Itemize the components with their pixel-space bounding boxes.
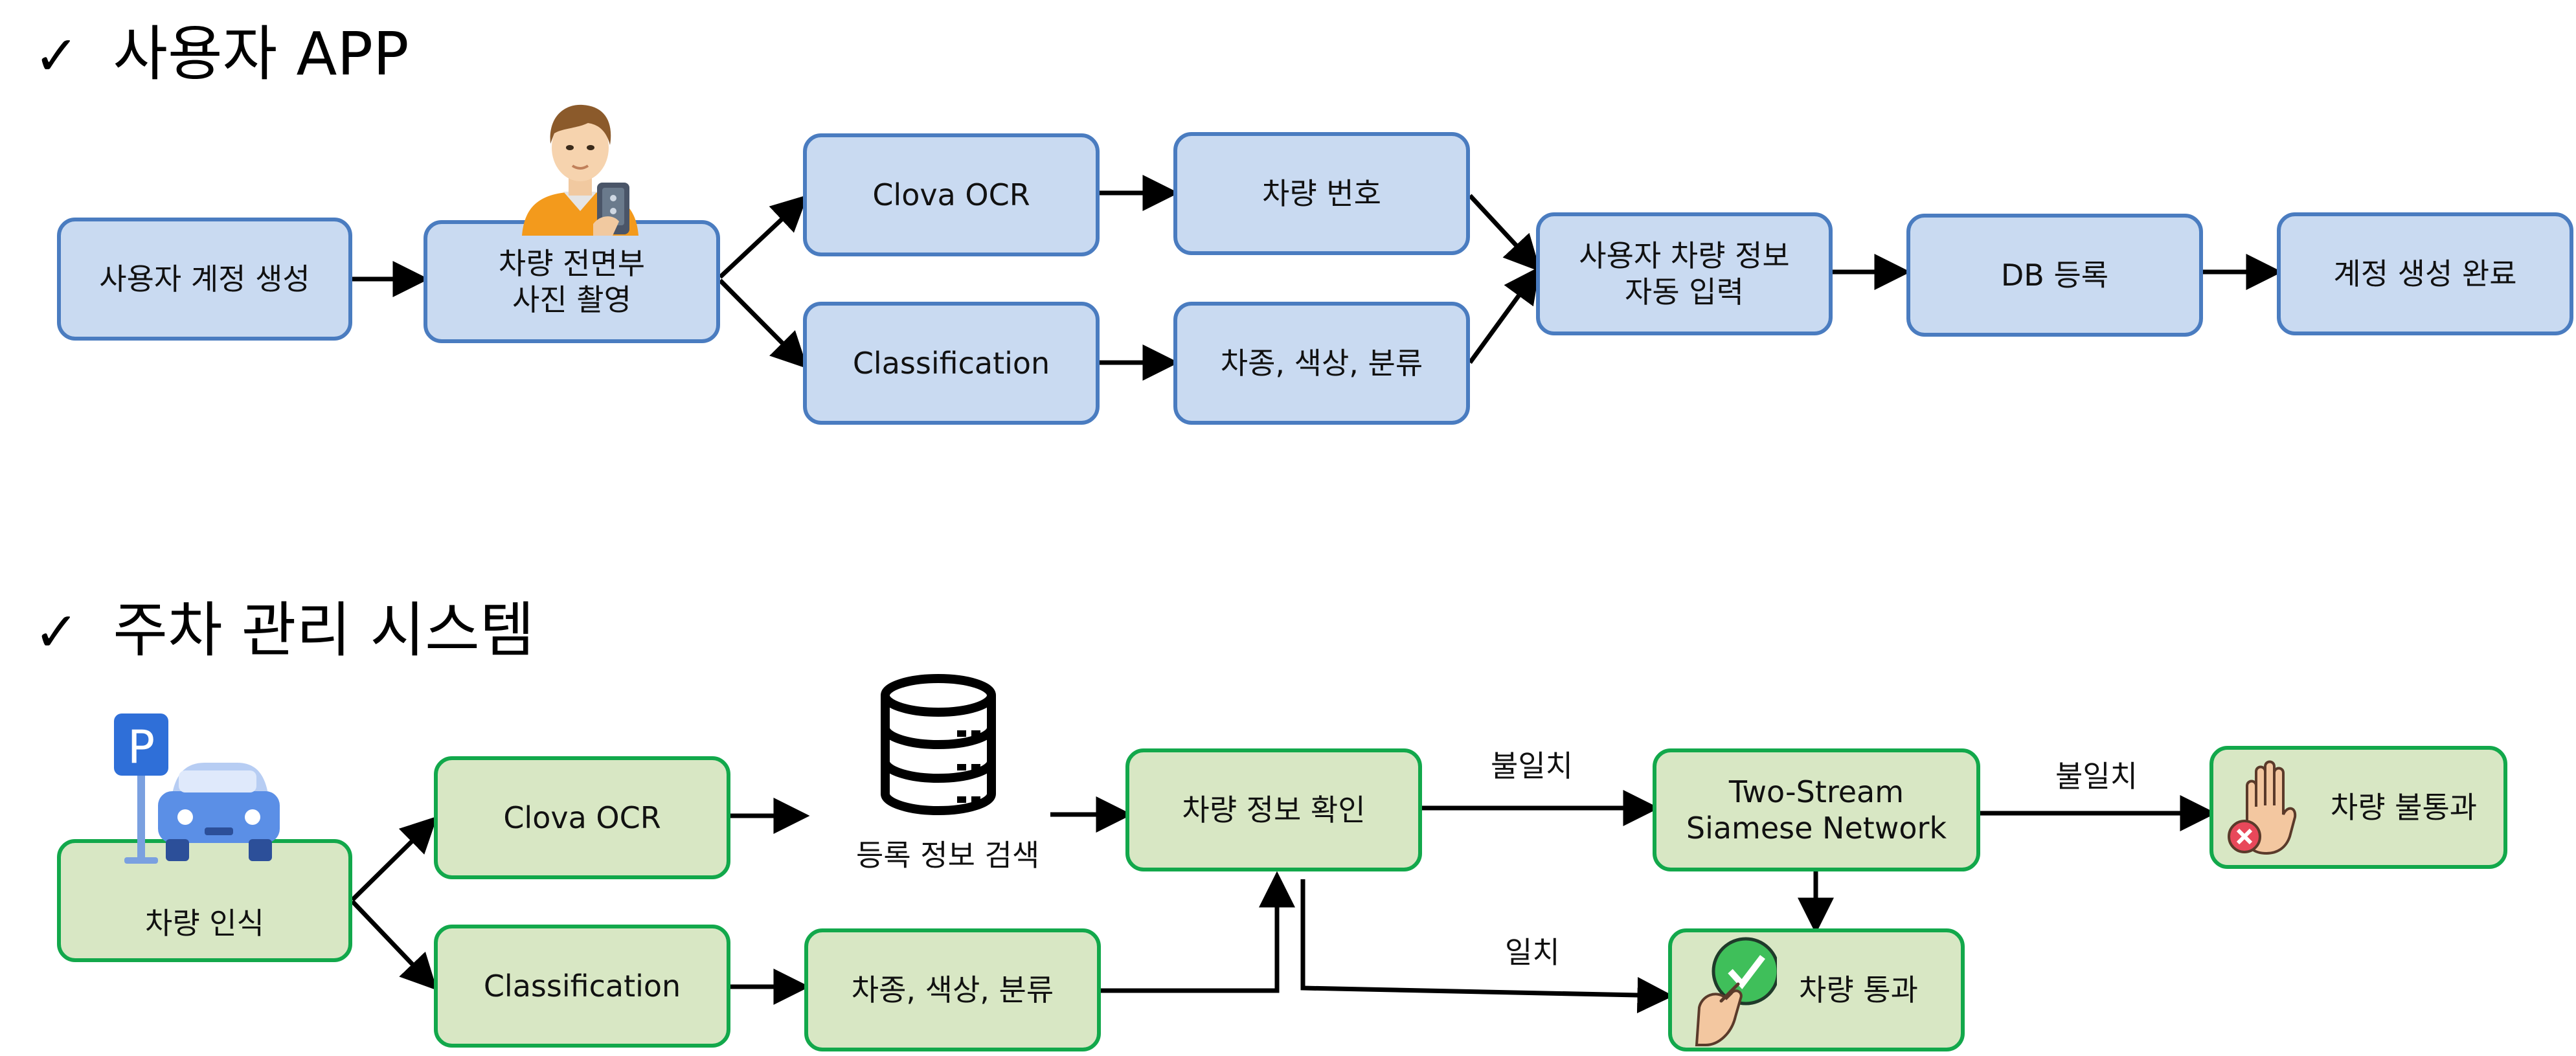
person-phone-icon [522, 104, 638, 236]
stop-hand-icon [2228, 760, 2297, 855]
box-classification: Classification [803, 302, 1100, 425]
parking-sign-letter: P [128, 721, 155, 774]
arrow-type-to-autoinput [1468, 266, 1541, 365]
arrow-recognize-to-classification [350, 899, 438, 991]
arrow-type-to-verify [1101, 871, 1295, 993]
label-mismatch-1: 불일치 [1491, 748, 1573, 783]
heading-parking-system: ✓주차 관리 시스템 [34, 601, 534, 660]
check-hand-icon [1695, 937, 1777, 1046]
box-plate-number: 차량 번호 [1173, 132, 1470, 255]
box-siamese-network: Two-Stream Siamese Network [1653, 748, 1980, 871]
checkmark-icon: ✓ [34, 24, 80, 87]
parking-car-icon: P [114, 713, 280, 864]
box-auto-input: 사용자 차량 정보 자동 입력 [1536, 212, 1833, 335]
label-search-registration: 등록 정보 검색 [856, 838, 1040, 873]
label-match: 일치 [1505, 935, 1560, 970]
arrow-photo-to-classification [718, 278, 808, 369]
arrow-plate-to-autoinput [1468, 194, 1541, 272]
arrow-photo-to-ocr [718, 194, 808, 279]
box-front-photo: 차량 전면부 사진 촬영 [424, 220, 720, 343]
label-mismatch-2: 불일치 [2055, 759, 2138, 794]
heading-user-app-text: 사용자 APP [113, 19, 409, 89]
box-clova-ocr: Clova OCR [803, 133, 1100, 256]
heading-parking-system-text: 주차 관리 시스템 [113, 596, 535, 665]
heading-user-app: ✓사용자 APP [34, 25, 409, 84]
box-account-done: 계정 생성 완료 [2277, 212, 2573, 335]
box-db-register: DB 등록 [1906, 214, 2203, 337]
box-vehicle-recognition: 차량 인식 [57, 839, 352, 962]
box-clova-ocr-2: Clova OCR [434, 756, 730, 879]
box-type-color-class-2: 차종, 색상, 분류 [804, 928, 1101, 1051]
box-type-color-class: 차종, 색상, 분류 [1173, 302, 1470, 425]
box-classification-2: Classification [434, 925, 730, 1048]
box-verify-vehicle: 차량 정보 확인 [1125, 748, 1422, 871]
checkmark-icon: ✓ [34, 600, 80, 664]
database-icon [881, 674, 996, 816]
arrow-verify-to-pass [1300, 879, 1674, 1014]
box-create-account: 사용자 계정 생성 [57, 218, 352, 341]
arrow-recognize-to-ocr [350, 816, 438, 902]
